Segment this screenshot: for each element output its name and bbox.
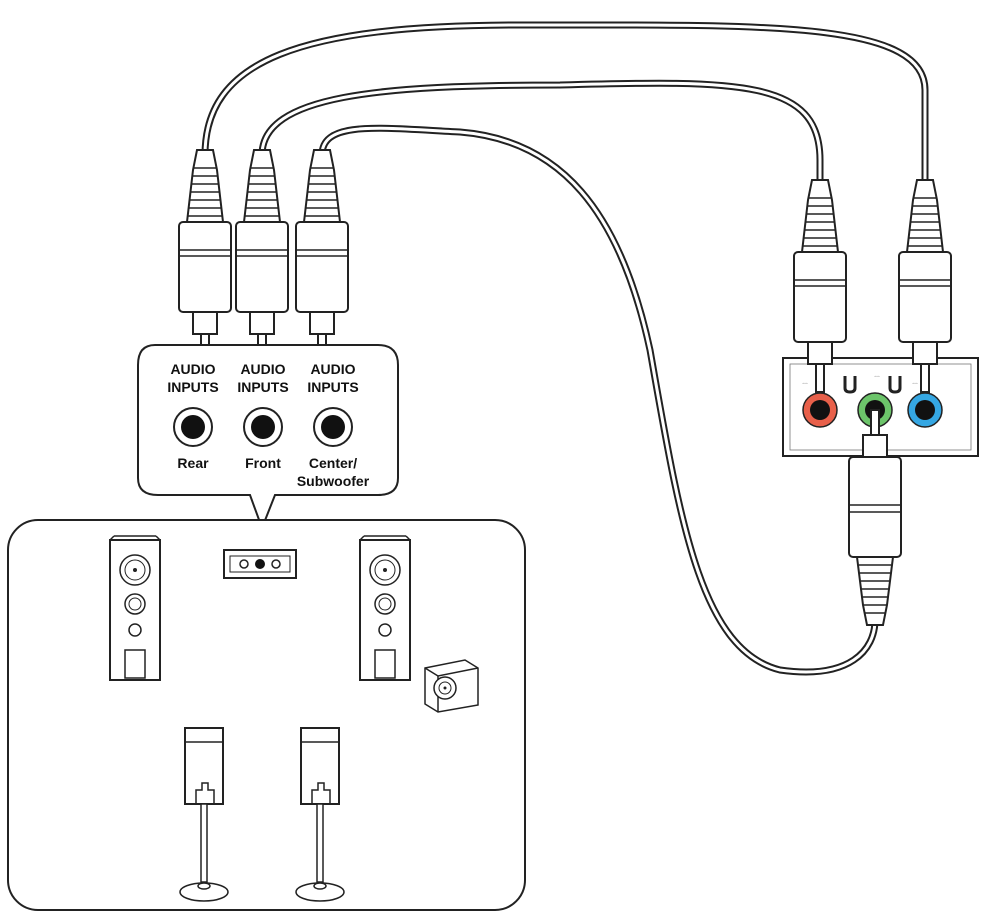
rca-plug-center-subwoofer	[295, 149, 349, 363]
jack-front-name: Front	[245, 455, 281, 471]
cable-rear	[201, 21, 929, 189]
cables	[201, 21, 929, 676]
rear-left-speaker-icon	[179, 727, 229, 902]
jack-center-name: Center/	[309, 455, 357, 471]
jack-center-label-bottom: INPUTS	[307, 379, 358, 395]
jack-sockets	[173, 407, 353, 447]
pc-plug-front	[793, 179, 847, 393]
jack-center-label-top: AUDIO	[310, 361, 355, 377]
jack-socket-front	[243, 407, 283, 447]
rca-plugs	[178, 149, 349, 363]
pc-plug-rear	[898, 179, 952, 393]
jack-rear-name: Rear	[177, 455, 209, 471]
front-left-speaker-icon	[109, 535, 161, 681]
cable-front	[258, 79, 824, 189]
rca-plug-front	[235, 149, 289, 363]
rca-plug-rear	[178, 149, 232, 363]
pc-plugs	[793, 179, 952, 626]
rear-right-speaker-icon	[295, 727, 345, 902]
pc-jack-orange	[802, 392, 838, 428]
subwoofer-icon	[424, 659, 479, 713]
front-right-speaker-icon	[359, 535, 411, 681]
pc-jack-blue	[907, 392, 943, 428]
pc-jack-green-mark: ◦◦◦	[874, 374, 880, 380]
pc-jack-blue-mark: ◦◦◦	[912, 381, 918, 387]
pc-plug-center-subwoofer	[848, 409, 902, 626]
jack-center-name-2: Subwoofer	[297, 473, 370, 489]
jack-front-label-top: AUDIO	[240, 361, 285, 377]
jack-socket-rear	[173, 407, 213, 447]
pc-jack-orange-mark: ◦◦◦	[802, 381, 808, 387]
jack-front-label-bottom: INPUTS	[237, 379, 288, 395]
jack-socket-center	[313, 407, 353, 447]
jack-rear-label-top: AUDIO	[170, 361, 215, 377]
cable-center-subwoofer	[318, 124, 879, 676]
speaker-jack-block	[223, 549, 297, 579]
jack-rear-label-bottom: INPUTS	[167, 379, 218, 395]
jack-labels: AUDIO INPUTS AUDIO INPUTS AUDIO INPUTS R…	[167, 361, 369, 489]
pc-panel-marks: ◦◦◦ ◦◦◦ ◦◦◦	[802, 374, 918, 394]
